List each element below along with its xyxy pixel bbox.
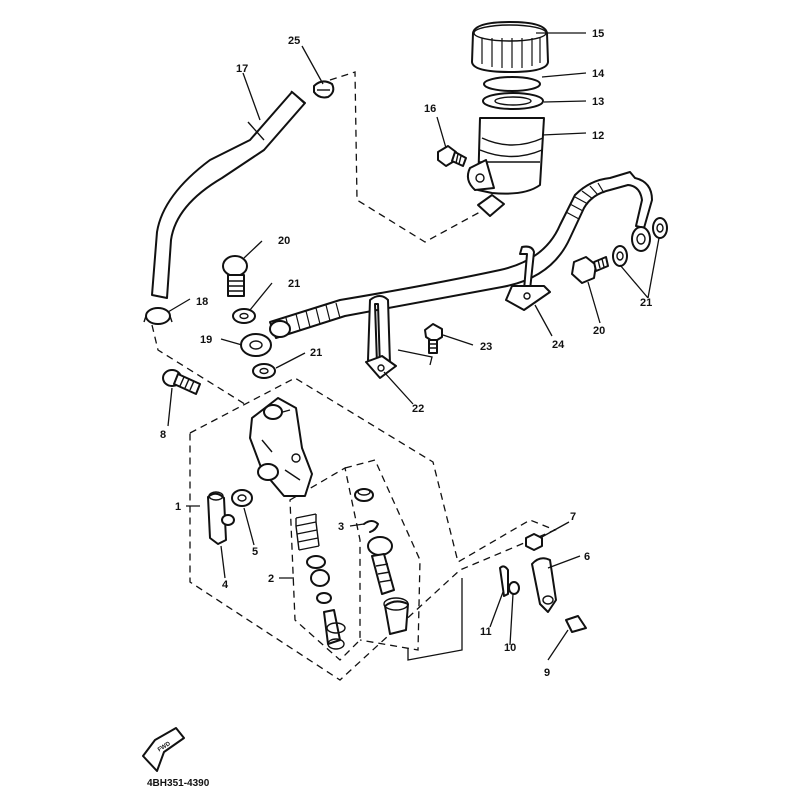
union-bolt-20-left xyxy=(222,255,248,297)
union-bolt-20-right xyxy=(571,256,609,284)
callout-8: 8 xyxy=(160,429,166,441)
push-rod xyxy=(367,536,395,595)
callout-10: 10 xyxy=(504,642,516,654)
reservoir-cap-15 xyxy=(471,21,549,73)
washer-21-right-inner xyxy=(612,245,628,267)
callout-23: 23 xyxy=(480,341,492,353)
cup-plug xyxy=(354,488,374,502)
piston xyxy=(323,609,346,650)
grommet-5 xyxy=(231,489,253,507)
callout-6: 6 xyxy=(584,551,590,563)
callout-9: 9 xyxy=(544,667,550,679)
callout-14: 14 xyxy=(592,68,605,80)
leaders xyxy=(167,32,660,661)
washer-21-upper-left xyxy=(232,308,256,324)
callout-5: 5 xyxy=(252,546,258,558)
diaphragm-plate-14 xyxy=(483,76,541,92)
reservoir-tank-12 xyxy=(466,117,545,217)
callout-2: 2 xyxy=(268,573,274,585)
hose-guide-24 xyxy=(505,245,551,311)
circlip-3 xyxy=(363,520,379,533)
callout-21-lower-left: 21 xyxy=(310,347,322,359)
dust-boot xyxy=(383,597,409,635)
nut-7 xyxy=(525,533,543,551)
washer-10 xyxy=(508,581,520,595)
hose-routing-dashline xyxy=(329,71,481,243)
callout-13: 13 xyxy=(592,96,604,108)
hose-clamp-18 xyxy=(143,307,173,325)
master-cylinder-body xyxy=(249,397,313,497)
callout-16: 16 xyxy=(424,103,436,115)
bolt-23 xyxy=(424,323,443,354)
cotter-pin-11 xyxy=(499,565,509,597)
callout-4: 4 xyxy=(222,579,229,591)
hose-guide-22 xyxy=(365,295,397,379)
clevis-pin-9 xyxy=(565,615,587,633)
clamp-routing-dashline xyxy=(151,324,249,407)
brake-hose xyxy=(269,171,653,339)
callout-3: 3 xyxy=(338,521,344,533)
hose-clip-25 xyxy=(313,80,335,99)
callout-1: 1 xyxy=(175,501,181,513)
hose-connector-4 xyxy=(207,491,235,545)
hose-union-end-19 xyxy=(240,333,272,357)
piston-spring xyxy=(295,513,320,551)
piston-cup xyxy=(306,555,332,604)
callout-12: 12 xyxy=(592,130,604,142)
tank-bolt-16 xyxy=(437,145,467,167)
callout-25: 25 xyxy=(288,35,300,47)
diaphragm-13 xyxy=(482,92,544,110)
washer-21-lower-left xyxy=(252,363,276,379)
callout-21-upper-left: 21 xyxy=(288,278,300,290)
callout-11: 11 xyxy=(480,626,492,638)
fwd-arrow xyxy=(142,727,185,772)
diagram-part-code: 4BH351-4390 xyxy=(147,778,210,789)
bolt-8 xyxy=(162,369,201,395)
clevis-6 xyxy=(531,557,557,613)
callout-19: 19 xyxy=(200,334,212,346)
callout-7: 7 xyxy=(570,511,576,523)
callout-24: 24 xyxy=(552,339,565,351)
callout-18: 18 xyxy=(196,296,208,308)
callout-20-right: 20 xyxy=(593,325,605,337)
callout-17: 17 xyxy=(236,63,248,75)
callout-15: 15 xyxy=(592,28,604,40)
callout-21-right: 21 xyxy=(640,297,652,309)
callout-22: 22 xyxy=(412,403,424,415)
reservoir-hose xyxy=(151,90,306,299)
callout-20-left: 20 xyxy=(278,235,290,247)
washer-21-right xyxy=(652,217,668,239)
hose-union-end-right xyxy=(631,226,651,252)
